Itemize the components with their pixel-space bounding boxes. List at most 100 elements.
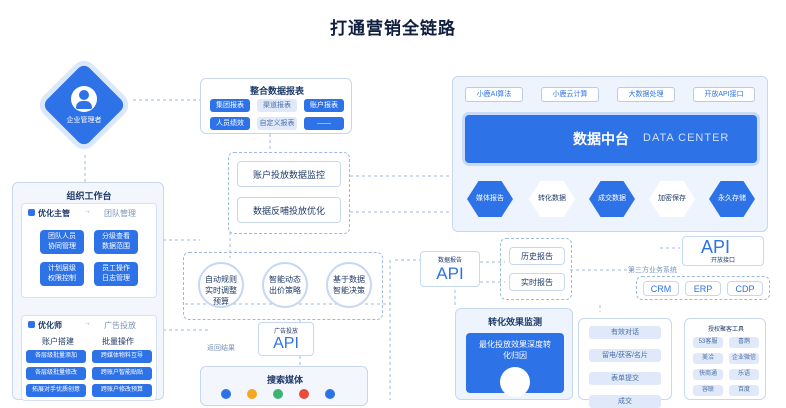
team-mgmt-label: 团队管理 [104, 209, 136, 218]
conv-deal[interactable]: 成交 [589, 395, 661, 408]
monitor-item-feedback[interactable]: 数据反哺投放优化 [237, 197, 341, 223]
dc-open-api[interactable]: 开放API接口 [693, 87, 755, 102]
tag-cross-paste[interactable]: 跨账户智能贴贴 [92, 367, 152, 380]
dc-cloud[interactable]: 小鹿云计算 [541, 87, 599, 102]
cdp-button[interactable]: CDP [727, 281, 763, 296]
org-optimizer-card: 优化师 → 广告投放 账户搭建 批量操作 各层级批量添加 跨媒体物料互导 各层级… [21, 315, 157, 401]
arrow-icon: → [84, 208, 91, 215]
monitor-panel: 账户投放数据监控 数据反哺投放优化 [228, 152, 350, 234]
erp-button[interactable]: ERP [685, 281, 721, 296]
conv-form[interactable]: 表单提交 [589, 372, 661, 385]
shield-icon [500, 367, 530, 397]
hex-conversion[interactable]: 转化数据 [529, 181, 575, 217]
tag-batch-add[interactable]: 各层级批量添加 [26, 350, 86, 363]
api-ad-delivery: 广告投放 API [258, 322, 314, 356]
org-panel: 组织工作台 优化主管 → 团队管理 团队人员协同管理 分级查看数据范围 计划层级… [12, 182, 164, 401]
supervisor-label: 优化主管 [38, 209, 70, 218]
report-chip-more[interactable]: —— [304, 117, 344, 130]
report-chip-custom[interactable]: 自定义报表 [257, 117, 297, 130]
report-type-panel: 历史报告 实时报告 [500, 238, 572, 300]
third-party-label: 第三方业务系统 [628, 267, 677, 274]
dc-ai-algorithm[interactable]: 小鹿AI算法 [465, 87, 523, 102]
media-logo-icon [299, 389, 309, 399]
admin-label: 企业管理者 [66, 117, 102, 124]
grid-data-scope[interactable]: 分级查看数据范围 [94, 230, 138, 254]
media-logo-icon [221, 389, 231, 399]
conversion-block: 最化投放效果深度转化归因 [466, 333, 564, 397]
api-ad-text: API [273, 335, 299, 352]
tag-batch-edit[interactable]: 各层级批量修改 [26, 367, 86, 380]
realtime-report-button[interactable]: 实时报告 [509, 273, 565, 291]
api-ad-caption: 广告投放 [273, 329, 298, 335]
person-icon [28, 321, 35, 328]
tool-ronglian[interactable]: 容联 [693, 385, 723, 396]
search-media-title: 搜索媒体 [266, 375, 303, 385]
media-logo-icon [273, 389, 283, 399]
col-batch-ops: 批量操作 [102, 337, 134, 346]
tag-cross-budget[interactable]: 跨账户修改预算 [92, 384, 152, 397]
grid-permission[interactable]: 计划层级权限控制 [40, 262, 84, 286]
grid-team-collab[interactable]: 团队人员协同管理 [40, 230, 84, 254]
tag-rival-creative[interactable]: 拓展对手优质创意 [26, 384, 86, 397]
third-party-panel: CRM ERP CDP [636, 276, 770, 300]
rule-smart-bid[interactable]: 智能动态出价策略 [262, 262, 308, 308]
admin-node: 企业管理者 [41, 62, 127, 148]
return-result-label: 返回结果 [207, 345, 235, 352]
conversion-subtitle: 最化投放效果深度转化归因 [479, 340, 551, 360]
optimizer-label: 优化师 [38, 321, 62, 330]
user-icon [71, 86, 97, 112]
grid-log[interactable]: 员工操作日志管理 [94, 262, 138, 286]
dc-bigdata[interactable]: 大数据处理 [617, 87, 675, 102]
tools-title: 授权聚客工具 [707, 327, 744, 333]
hex-media-report[interactable]: 媒体报告 [467, 181, 513, 217]
dc-main-en: DATA CENTER [643, 132, 730, 144]
api-data-caption: 数据报告 [437, 258, 462, 264]
report-chip-account[interactable]: 账户报表 [304, 99, 344, 112]
tool-meiqia[interactable]: 美洽 [693, 353, 723, 364]
conversion-panel: 转化效果监测 最化投放效果深度转化归因 [455, 308, 573, 400]
page-title: 打通营销全链路 [330, 19, 456, 38]
report-chip-group[interactable]: 集团报表 [210, 99, 250, 112]
api-open-text: API [701, 237, 731, 257]
crm-button[interactable]: CRM [643, 281, 679, 296]
ad-delivery-label: 广告投放 [104, 321, 136, 330]
report-chip-performance[interactable]: 人员绩效 [210, 117, 250, 130]
person-icon [28, 209, 35, 216]
tool-kst[interactable]: 快商通 [693, 369, 723, 380]
api-data-text: API [436, 264, 464, 283]
api-open-caption: 开放接口 [711, 258, 736, 264]
data-center-panel: 小鹿AI算法 小鹿云计算 大数据处理 开放API接口 数据中台 DATA CEN… [452, 76, 768, 232]
tools-panel: 授权聚客工具 53客服 喜鹊 美洽 企业微信 快商通 乐语 容联 百度 [684, 318, 766, 400]
api-data-report: 数据报告 API [420, 251, 480, 287]
conversion-list: 有效对话 留电/获客/名片 表单提交 成交 [578, 318, 672, 408]
hex-encrypt[interactable]: 加密保存 [649, 181, 695, 217]
tool-xique[interactable]: 喜鹊 [729, 337, 759, 348]
tool-53kf[interactable]: 53客服 [693, 337, 723, 348]
col-account-build: 账户搭建 [42, 337, 74, 346]
media-logo-icon [247, 389, 257, 399]
arrow-icon: → [84, 320, 91, 327]
rule-auto-budget[interactable]: 自动规则实时调整预算 [198, 262, 244, 308]
conversion-title: 转化效果监测 [487, 317, 542, 327]
search-media-panel: 搜索媒体 [200, 366, 368, 406]
report-chip-channel[interactable]: 渠道报表 [257, 99, 297, 112]
conv-valid-chat[interactable]: 有效对话 [589, 326, 661, 339]
api-open: API 开放接口 [682, 236, 764, 266]
tool-baidu[interactable]: 百度 [729, 385, 759, 396]
tag-cross-media[interactable]: 跨媒体物料互导 [92, 350, 152, 363]
org-title: 组织工作台 [66, 191, 112, 201]
dc-main-label: 数据中台 [573, 131, 629, 147]
rule-data-decision[interactable]: 基于数据智能决策 [326, 262, 372, 308]
hex-deal[interactable]: 成交数据 [589, 181, 635, 217]
conv-leads[interactable]: 留电/获客/名片 [589, 349, 661, 362]
monitor-item-account[interactable]: 账户投放数据监控 [237, 161, 341, 187]
report-title: 整合数据报表 [249, 86, 304, 96]
rules-panel [183, 252, 383, 320]
org-supervisor-card: 优化主管 → 团队管理 团队人员协同管理 分级查看数据范围 计划层级权限控制 员… [21, 203, 157, 298]
tool-wecom[interactable]: 企业微信 [729, 353, 759, 364]
hex-storage[interactable]: 永久存储 [709, 181, 755, 217]
tool-leyu[interactable]: 乐语 [729, 369, 759, 380]
history-report-button[interactable]: 历史报告 [509, 247, 565, 265]
media-logo-icon [325, 389, 335, 399]
report-panel: 整合数据报表 集团报表 渠道报表 账户报表 人员绩效 自定义报表 —— [200, 78, 352, 134]
